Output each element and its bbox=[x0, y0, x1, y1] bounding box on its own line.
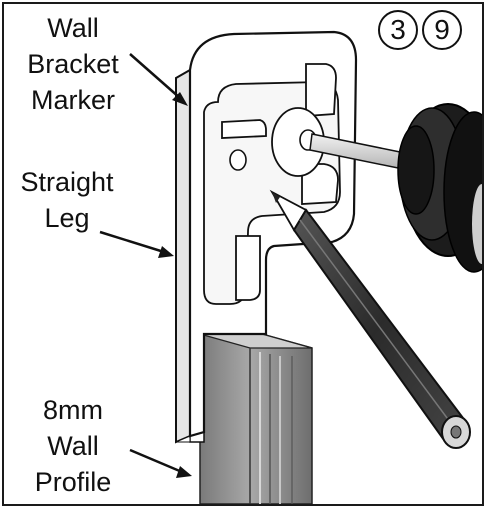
wheel bbox=[397, 103, 482, 273]
label-wall-bracket-marker: Wall Bracket Marker bbox=[18, 10, 128, 118]
label-line: 8mm bbox=[43, 395, 103, 425]
wall-profile bbox=[199, 325, 313, 504]
label-straight-leg: Straight Leg bbox=[8, 164, 126, 236]
label-line: Wall bbox=[47, 431, 99, 461]
label-line: Profile bbox=[34, 467, 112, 497]
label-wall-profile: 8mm Wall Profile bbox=[18, 392, 128, 500]
leader-arrow-straight-leg bbox=[99, 230, 174, 258]
label-line: Straight bbox=[20, 167, 114, 197]
label-line: Marker bbox=[30, 85, 115, 115]
leader-arrow-bracket-marker bbox=[129, 53, 188, 106]
step-number-badge: 3 bbox=[378, 10, 418, 50]
pencil bbox=[269, 189, 471, 449]
leader-arrow-wall-profile bbox=[129, 448, 192, 478]
label-line: Bracket bbox=[27, 49, 119, 79]
step-number-badge: 9 bbox=[422, 10, 462, 50]
label-line: Leg bbox=[44, 203, 90, 233]
illustration bbox=[99, 30, 482, 504]
label-line: Wall bbox=[47, 13, 99, 43]
